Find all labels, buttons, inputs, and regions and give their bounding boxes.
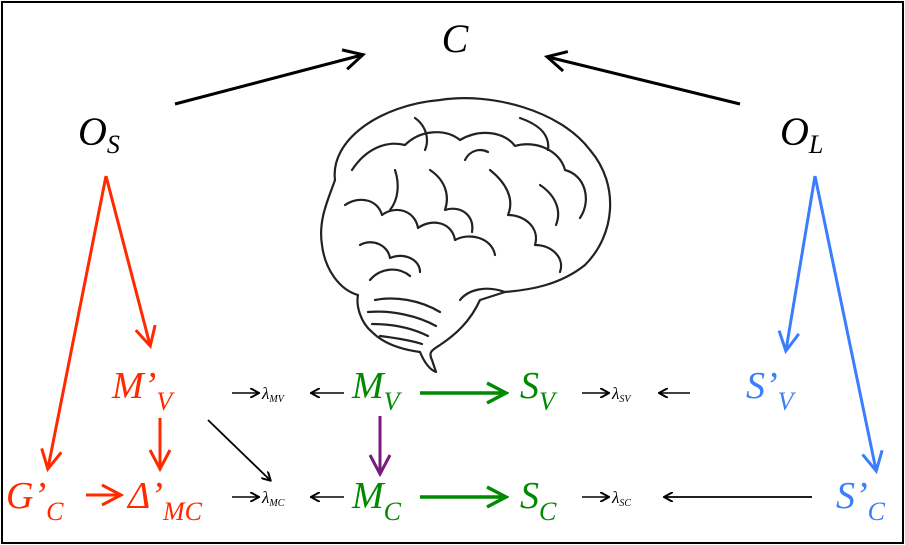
lambda-sc: λSC xyxy=(611,488,631,509)
node-spc: S’C xyxy=(836,475,886,526)
arrow-os-to-mpv xyxy=(104,175,150,345)
arrow-mpv-to-lmc xyxy=(207,419,270,480)
lambda-mc: λMC xyxy=(261,488,285,509)
node-mc: MC xyxy=(351,475,402,526)
node-sv: SV xyxy=(520,365,558,416)
node-c: C xyxy=(442,16,470,61)
lambda-mv: λMV xyxy=(261,384,286,405)
node-dpmc: Δ’MC xyxy=(126,475,203,526)
arrow-ol-to-spc xyxy=(813,175,876,470)
arrow-os-to-gpc xyxy=(48,175,108,468)
node-gpc: G’C xyxy=(6,475,64,526)
arrow-ol-to-c xyxy=(548,57,741,106)
node-sc: SC xyxy=(520,475,557,526)
brain-icon xyxy=(320,97,612,374)
lambda-sv: λSV xyxy=(611,384,632,405)
node-mpv: M’V xyxy=(111,365,175,416)
arrow-os-to-c xyxy=(174,55,362,106)
node-spv: S’V xyxy=(746,365,797,416)
node-ol: OL xyxy=(780,109,823,159)
node-mv: MV xyxy=(351,365,403,416)
arrow-ol-to-spv xyxy=(786,175,817,350)
node-os: OS xyxy=(78,109,120,159)
